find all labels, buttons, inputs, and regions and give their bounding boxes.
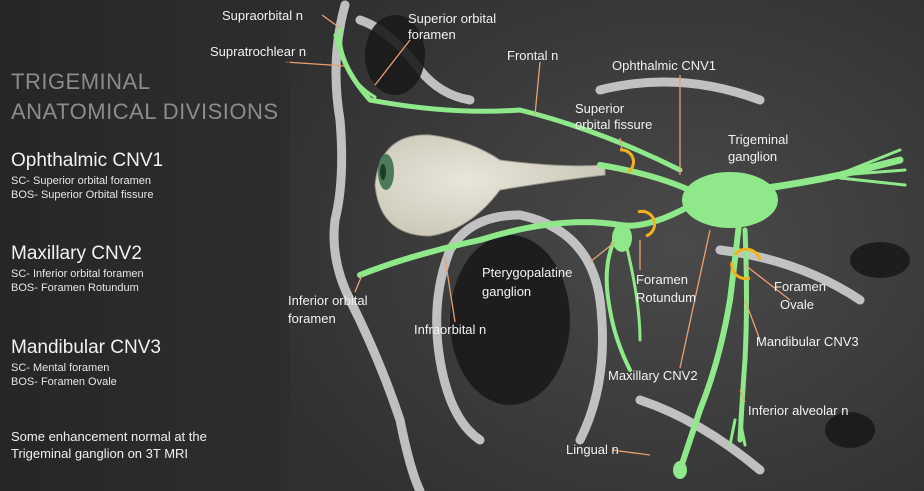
division-3-bos: BOS- Foramen Ovale <box>11 376 117 388</box>
label-inferior-orbital-foramen-2: foramen <box>288 311 336 326</box>
left-text-panel: TRIGEMINAL ANATOMICAL DIVISIONS Ophthalm… <box>0 0 290 491</box>
air-cavities <box>365 15 910 448</box>
label-frontal-n: Frontal n <box>507 48 559 63</box>
label-superior-orbital-fissure-1: Superior <box>575 101 625 116</box>
label-superior-orbital-fissure-2: orbital fissure <box>575 117 653 132</box>
leader-lines <box>284 14 791 456</box>
label-maxillary-cnv2: Maxillary CNV2 <box>608 368 698 383</box>
division-2-sc: SC- Inferior orbital foramen <box>11 268 144 280</box>
division-2-name: Maxillary CNV2 <box>11 243 142 264</box>
label-inferior-alveolar-n: Inferior alveolar n <box>748 403 849 418</box>
division-1-bos: BOS- Superior Orbital fissure <box>11 189 154 201</box>
rotundum-marker <box>637 209 657 238</box>
title-line-1: TRIGEMINAL <box>11 69 151 94</box>
label-foramen-ovale-2: Ovale <box>780 297 814 312</box>
trigeminal-ganglion-shape <box>682 172 778 228</box>
foramen-markers <box>619 148 762 281</box>
label-lingual-n: Lingual n <box>566 442 619 457</box>
label-inferior-orbital-foramen-1: Inferior orbital <box>288 293 368 308</box>
label-superior-orbital-foramen-1: Superior orbital <box>408 11 497 26</box>
division-1-sc: SC- Superior orbital foramen <box>11 175 152 187</box>
label-infraorbital-n: Infraorbital n <box>414 322 487 337</box>
note-line-1: Some enhancement normal at the <box>11 429 207 444</box>
division-2-bos: BOS- Foramen Rotundum <box>11 282 139 294</box>
label-supraorbital-n: Supraorbital n <box>222 8 303 23</box>
label-foramen-rotundum-1: Foramen <box>636 272 689 287</box>
label-superior-orbital-foramen-2: foramen <box>408 27 456 42</box>
title-line-2: ANATOMICAL DIVISIONS <box>11 99 279 124</box>
sof-marker <box>619 148 635 174</box>
division-3-name: Mandibular CNV3 <box>11 337 161 358</box>
label-ophthalmic-cnv1: Ophthalmic CNV1 <box>612 58 717 73</box>
division-1-name: Ophthalmic CNV1 <box>11 150 164 171</box>
label-trigeminal-ganglion-2: ganglion <box>728 149 778 164</box>
mental-nerve-end-shape <box>673 461 687 479</box>
label-mandibular-cnv3: Mandibular CNV3 <box>756 334 859 349</box>
label-pterygopalatine-ganglion-1: Pterygopalatine <box>482 265 573 280</box>
eye-globe <box>374 134 606 237</box>
label-trigeminal-ganglion-1: Trigeminal <box>728 132 789 147</box>
label-pterygopalatine-ganglion-2: ganglion <box>482 284 532 299</box>
ganglia <box>612 172 778 479</box>
ovale-marker <box>730 247 762 281</box>
division-3-sc: SC- Mental foramen <box>11 362 110 374</box>
note-line-2: Trigeminal ganglion on 3T MRI <box>11 446 189 461</box>
label-foramen-ovale-1: Foramen <box>774 279 827 294</box>
pterygopalatine-ganglion-shape <box>612 224 632 252</box>
label-supratrochlear-n: Supratrochlear n <box>210 44 307 59</box>
label-foramen-rotundum-2: Rotundum <box>636 290 696 305</box>
